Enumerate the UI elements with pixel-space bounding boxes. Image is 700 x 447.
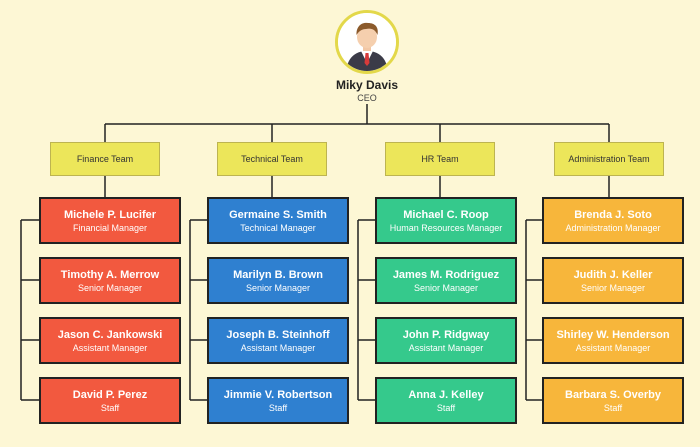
member-name: Barbara S. Overby (565, 388, 661, 401)
administration-member-card: Barbara S. Overby Staff (542, 377, 684, 424)
hr-member-card: John P. Ridgway Assistant Manager (375, 317, 517, 364)
administration-member-card: Shirley W. Henderson Assistant Manager (542, 317, 684, 364)
administration-member-card: Brenda J. Soto Administration Manager (542, 197, 684, 244)
member-title: Human Resources Manager (389, 222, 503, 233)
technical-member-card: Marilyn B. Brown Senior Manager (207, 257, 349, 304)
member-title: Staff (268, 402, 288, 413)
technical-member-card: Joseph B. Steinhoff Assistant Manager (207, 317, 349, 364)
finance-member-card: Jason C. Jankowski Assistant Manager (39, 317, 181, 364)
member-title: Staff (100, 402, 120, 413)
team-technical: Technical Team (217, 142, 327, 176)
member-title: Senior Manager (413, 282, 479, 293)
member-title: Financial Manager (72, 222, 148, 233)
member-title: Staff (436, 402, 456, 413)
member-name: Jason C. Jankowski (57, 328, 163, 341)
person-avatar-icon (335, 10, 399, 74)
technical-member-card: Jimmie V. Robertson Staff (207, 377, 349, 424)
member-title: Assistant Manager (575, 342, 651, 353)
hr-member-card: James M. Rodriguez Senior Manager (375, 257, 517, 304)
member-name: Michael C. Roop (403, 208, 489, 221)
finance-member-card: David P. Perez Staff (39, 377, 181, 424)
member-name: James M. Rodriguez (392, 268, 500, 281)
member-name: John P. Ridgway (402, 328, 490, 341)
hr-member-card: Michael C. Roop Human Resources Manager (375, 197, 517, 244)
finance-member-card: Timothy A. Merrow Senior Manager (39, 257, 181, 304)
member-title: Assistant Manager (240, 342, 316, 353)
member-name: Timothy A. Merrow (60, 268, 160, 281)
ceo-title: CEO (357, 93, 377, 103)
member-name: Anna J. Kelley (408, 388, 484, 401)
technical-member-card: Germaine S. Smith Technical Manager (207, 197, 349, 244)
member-name: Shirley W. Henderson (556, 328, 670, 341)
team-finance: Finance Team (50, 142, 160, 176)
member-title: Technical Manager (240, 222, 316, 233)
member-name: David P. Perez (72, 388, 148, 401)
member-name: Joseph B. Steinhoff (226, 328, 330, 341)
finance-member-card: Michele P. Lucifer Financial Manager (39, 197, 181, 244)
member-name: Brenda J. Soto (574, 208, 652, 221)
ceo-name: Miky Davis (335, 78, 399, 92)
administration-member-card: Judith J. Keller Senior Manager (542, 257, 684, 304)
member-name: Jimmie V. Robertson (223, 388, 333, 401)
member-title: Assistant Manager (72, 342, 148, 353)
member-title: Senior Manager (580, 282, 646, 293)
member-title: Senior Manager (77, 282, 143, 293)
team-hr: HR Team (385, 142, 495, 176)
hr-member-card: Anna J. Kelley Staff (375, 377, 517, 424)
member-title: Assistant Manager (408, 342, 484, 353)
member-name: Michele P. Lucifer (63, 208, 157, 221)
member-name: Judith J. Keller (573, 268, 653, 281)
member-title: Senior Manager (245, 282, 311, 293)
member-title: Administration Manager (565, 222, 661, 233)
member-name: Germaine S. Smith (229, 208, 327, 221)
team-administration: Administration Team (554, 142, 664, 176)
member-name: Marilyn B. Brown (233, 268, 323, 281)
member-title: Staff (603, 402, 623, 413)
